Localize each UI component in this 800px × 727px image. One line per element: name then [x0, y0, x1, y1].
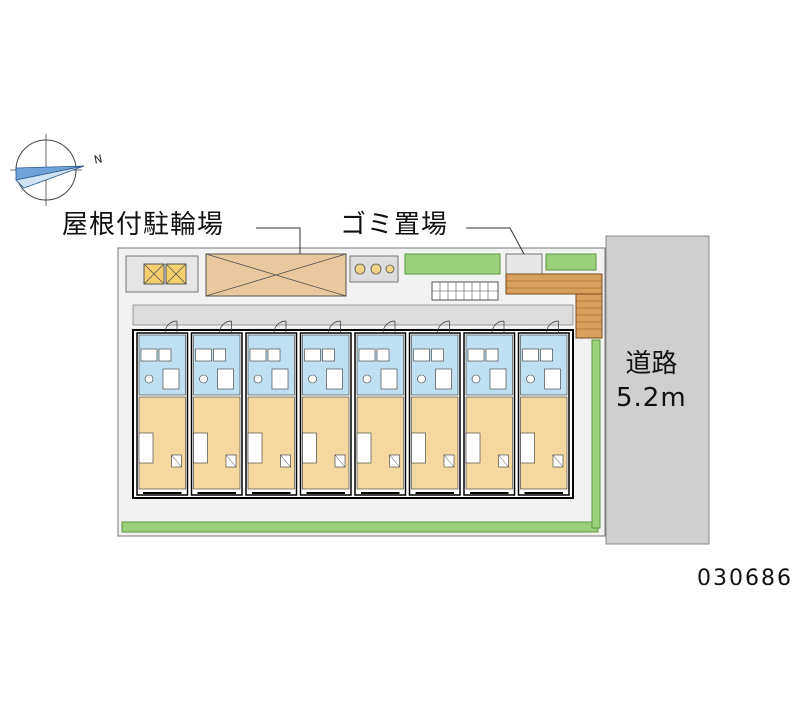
green-strip-top-right [545, 253, 597, 271]
road-width: 5.2m [616, 383, 687, 413]
apartment-unit [517, 320, 570, 496]
bike-parking-label: 屋根付駐輪場 [62, 210, 225, 240]
brick-wall [505, 273, 603, 339]
apartment-unit [136, 320, 189, 496]
apartment-unit [354, 320, 407, 496]
road-area [605, 235, 710, 545]
green-strip-bottom [121, 521, 599, 533]
road-label: 道路 5.2m [616, 347, 687, 415]
garbage-label-leader [466, 227, 525, 255]
bike-label-leader [256, 227, 301, 254]
paved-walkway [132, 304, 574, 326]
property-code: 030686 [697, 566, 793, 591]
apartment-units [136, 320, 570, 496]
compass-icon [10, 134, 85, 206]
green-strip-top-mid [404, 253, 501, 275]
garbage-area [505, 253, 543, 275]
apartment-unit [463, 320, 516, 496]
road-name: 道路 [625, 349, 678, 379]
apartment-unit [408, 320, 461, 496]
garbage-label: ゴミ置場 [340, 210, 449, 240]
apartment-unit [299, 320, 352, 496]
green-strip-right [591, 339, 601, 529]
apartment-unit [245, 320, 298, 496]
apartment-unit [190, 320, 243, 496]
